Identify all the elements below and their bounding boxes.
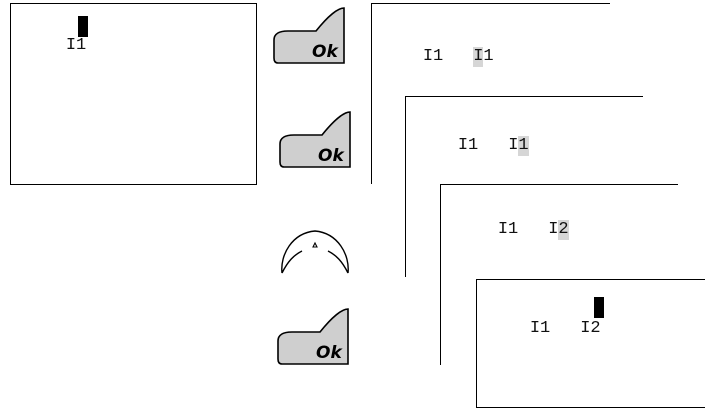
operand-1: I1	[422, 47, 444, 66]
display-line: I1	[25, 16, 86, 76]
operand-1: I1	[529, 319, 551, 338]
display-line: I1 I2	[489, 299, 601, 359]
operand-2-rest: 1	[483, 47, 494, 66]
operand-2-first: I	[548, 220, 559, 239]
operand-2: I1	[473, 47, 494, 67]
highlight-char: I	[473, 47, 484, 67]
navigation-dial-icon[interactable]	[272, 225, 358, 277]
operand-2: I2	[580, 319, 601, 338]
highlight-char: 2	[558, 220, 569, 240]
ok-key-label: Ok	[312, 42, 339, 62]
display-screen-5: I1 I2	[476, 279, 705, 408]
ok-key-icon[interactable]: Ok	[274, 307, 350, 367]
operand-2-first: I	[508, 136, 519, 155]
ok-key-icon[interactable]: Ok	[270, 6, 346, 66]
operand-1: I1	[497, 220, 519, 239]
highlight-char: 1	[518, 136, 529, 156]
operand-1: I1	[65, 36, 87, 55]
cursor-block-icon	[594, 297, 604, 318]
display-line: I1 I2	[457, 200, 569, 260]
cursor-block-icon	[78, 16, 88, 37]
operand-2: I2	[548, 220, 569, 240]
ok-key-label: Ok	[318, 146, 345, 166]
operand-2: I1	[508, 136, 529, 156]
up-arrow-icon	[312, 241, 318, 248]
ok-key-icon[interactable]: Ok	[276, 110, 352, 170]
display-screen-1: I1	[10, 3, 257, 185]
operand-1: I1	[457, 136, 479, 155]
ok-key-label: Ok	[316, 343, 343, 363]
